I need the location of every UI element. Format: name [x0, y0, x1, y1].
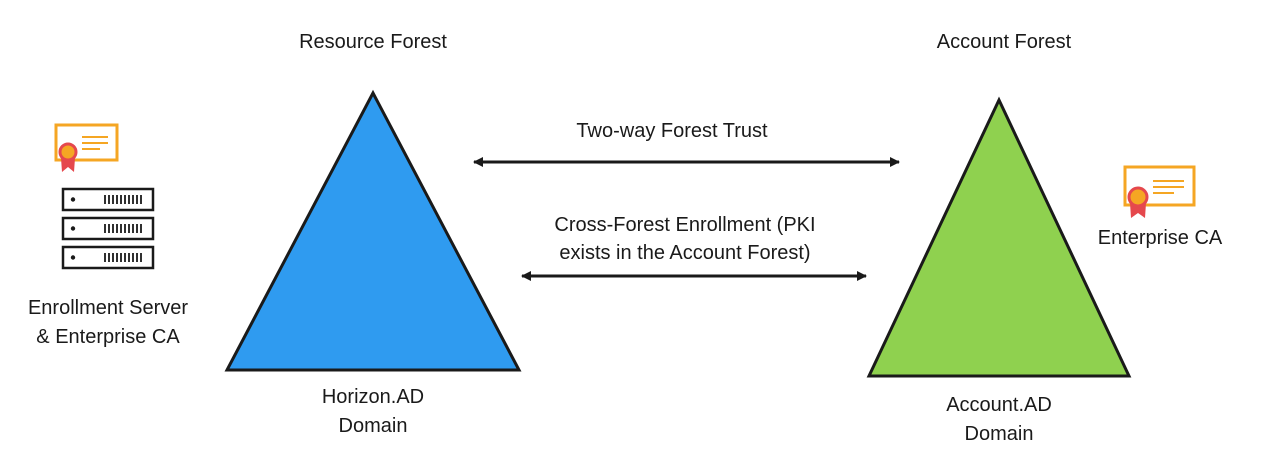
cross-forest-enrollment-label-line1: Cross-Forest Enrollment (PKI — [554, 214, 816, 236]
server-unit — [61, 216, 155, 241]
certificate-icon — [54, 123, 119, 172]
account-forest-title: Account Forest — [936, 31, 1072, 53]
enrollment-server-label-line2: & Enterprise CA — [36, 326, 180, 348]
resource-forest-triangle — [224, 89, 522, 372]
resource-domain-label-line1: Horizon.AD — [321, 386, 425, 408]
account-domain-label-line1: Account.AD — [946, 394, 1052, 416]
server-unit — [61, 187, 155, 212]
enterprise-ca-label: Enterprise CA — [1097, 227, 1223, 249]
server-unit — [61, 245, 155, 270]
resource-forest-title: Resource Forest — [299, 31, 447, 53]
enrollment-server-label-line1: Enrollment Server — [27, 297, 189, 319]
cross-forest-enrollment-label-line2: exists in the Account Forest) — [559, 242, 811, 264]
two-way-trust-label: Two-way Forest Trust — [576, 120, 768, 142]
certificate-icon — [1123, 165, 1196, 218]
account-forest-triangle — [866, 96, 1132, 378]
resource-domain-label-line2: Domain — [338, 415, 408, 437]
server-rack-icon — [61, 187, 155, 270]
account-domain-label-line2: Domain — [964, 423, 1034, 445]
